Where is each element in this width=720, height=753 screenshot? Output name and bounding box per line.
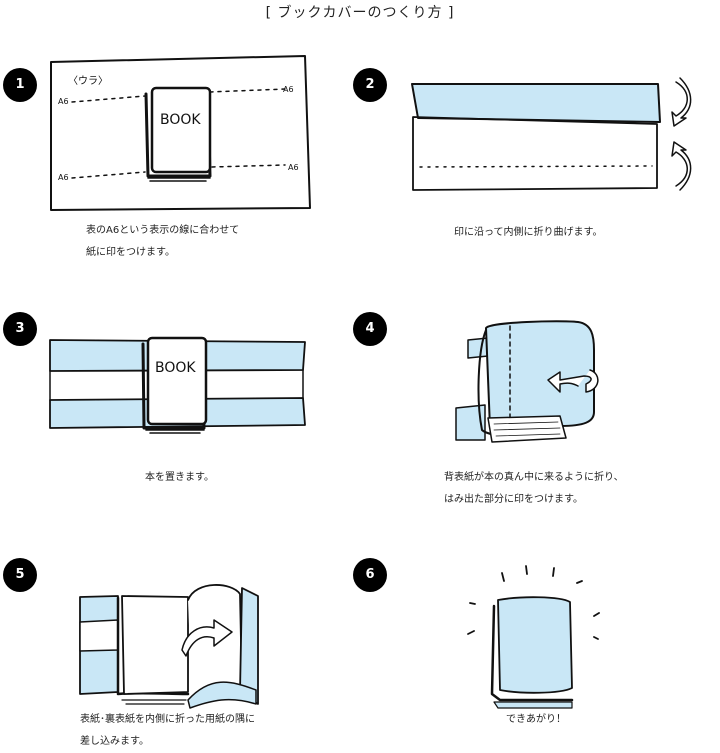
a6-mark: A6 bbox=[283, 85, 294, 94]
step-number-badge: 2 bbox=[353, 68, 387, 102]
caption-line: できあがり！ bbox=[506, 714, 566, 725]
a6-mark: A6 bbox=[58, 97, 69, 106]
a6-mark: A6 bbox=[288, 163, 299, 172]
caption-line: 本を置きます。 bbox=[145, 472, 214, 483]
step-number-badge: 1 bbox=[3, 68, 37, 102]
caption-line: 印に沿って内側に折り曲げます。 bbox=[454, 227, 603, 238]
step6-illustration bbox=[467, 565, 600, 709]
page-title: [ ブックカバーのつくり方 ] bbox=[265, 5, 455, 21]
step5-illustration bbox=[79, 584, 259, 709]
caption-line: 表紙･裏表紙を内側に折った用紙の隅に bbox=[80, 714, 255, 725]
caption-line: 背表紙が本の真ん中に来るように折り、 bbox=[444, 472, 624, 483]
step-number-badge: 5 bbox=[3, 558, 37, 592]
step3-illustration: BOOK bbox=[49, 336, 306, 434]
step1-caption: 表のA6という表示の線に合わせて 紙に印をつけます。 bbox=[86, 220, 239, 264]
step6-caption: できあがり！ bbox=[506, 709, 566, 731]
step4-illustration bbox=[455, 320, 599, 443]
book-label: BOOK bbox=[160, 112, 201, 128]
book-label: BOOK bbox=[155, 360, 196, 376]
caption-line: 紙に印をつけます。 bbox=[86, 247, 175, 258]
step-number-badge: 6 bbox=[353, 558, 387, 592]
step3-caption: 本を置きます。 bbox=[145, 467, 214, 489]
step-number-badge: 3 bbox=[3, 312, 37, 346]
step2-caption: 印に沿って内側に折り曲げます。 bbox=[454, 222, 603, 244]
caption-line: 差し込みます。 bbox=[80, 736, 149, 747]
back-label: 〈ウラ〉 bbox=[68, 75, 108, 87]
caption-line: はみ出た部分に印をつけます。 bbox=[444, 494, 583, 505]
step2-illustration bbox=[411, 77, 692, 191]
step1-illustration: 〈ウラ〉 A6 A6 A6 A6 BOOK bbox=[50, 55, 311, 211]
a6-mark: A6 bbox=[58, 173, 69, 182]
step-number-badge: 4 bbox=[353, 312, 387, 346]
caption-line: 表のA6という表示の線に合わせて bbox=[86, 225, 240, 236]
step5-caption: 表紙･裏表紙を内側に折った用紙の隅に 差し込みます。 bbox=[80, 709, 255, 753]
step4-caption: 背表紙が本の真ん中に来るように折り、 はみ出た部分に印をつけます。 bbox=[444, 467, 624, 511]
